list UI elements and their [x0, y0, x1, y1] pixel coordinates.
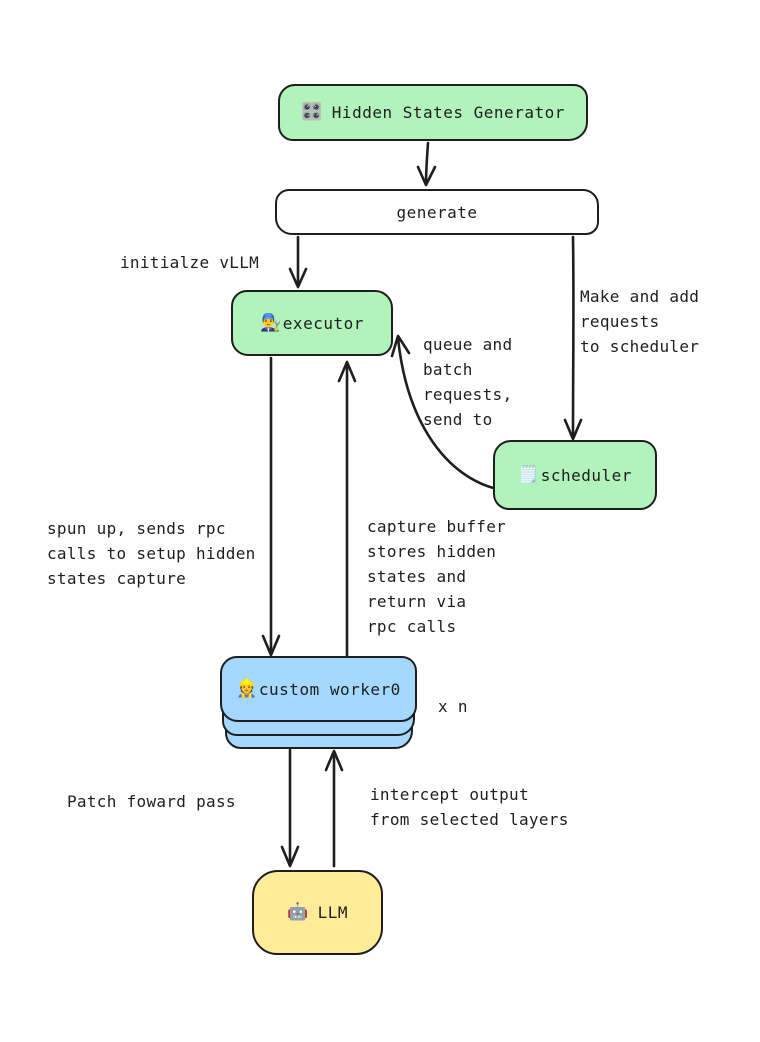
arrow-generate-to-executor-head [288, 267, 308, 289]
mechanic-person-icon: 👨‍🔧 [260, 312, 282, 333]
arrow-worker-to-llm-head [280, 845, 300, 868]
arrow-scheduler-to-executor-head [390, 334, 411, 358]
arrow-hsg-to-generate-head [416, 165, 437, 187]
label-queue-and-batch-requests: queue and batch requests, send to [423, 335, 513, 429]
arrow-scheduler-to-executor [396, 336, 499, 491]
arrow-hsg-to-generate [424, 141, 430, 186]
node-generate: generate [275, 189, 599, 235]
label-intercept-output: intercept output from selected layers [370, 785, 569, 829]
node-hidden-states-generator-label: Hidden States Generator [331, 103, 565, 122]
node-scheduler: 🗒️ scheduler [493, 440, 657, 510]
node-llm-label: LLM [317, 903, 349, 922]
node-custom-worker: 👷 custom worker0 [220, 656, 417, 722]
arrow-executor-to-worker-head [261, 634, 281, 657]
label-capture-buffer: capture buffer stores hidden states and … [367, 517, 507, 636]
node-generate-label: generate [396, 202, 478, 222]
arrow-worker-to-executor-head [337, 360, 357, 383]
label-initialize-vllm: initialze vLLM [120, 253, 260, 272]
node-executor-label: executor [282, 313, 364, 333]
node-custom-worker-label: custom worker0 [258, 679, 401, 699]
robot-icon: 🤖 [286, 902, 309, 922]
notepad-icon: 🗒️ [518, 464, 540, 485]
label-patch-forward-pass: Patch foward pass [67, 792, 236, 811]
arrow-llm-to-worker-head [324, 749, 344, 772]
node-executor: 👨‍🔧 executor [231, 290, 393, 356]
arrow-generate-to-scheduler-head [563, 418, 583, 441]
label-spun-up-rpc-calls: spun up, sends rpc calls to setup hidden… [47, 519, 256, 588]
node-llm: 🤖 LLM [252, 870, 383, 955]
node-hidden-states-generator: 🎛️ Hidden States Generator [278, 84, 588, 141]
label-make-and-add-requests: Make and add requests to scheduler [580, 287, 700, 356]
control-knobs-icon: 🎛️ [301, 102, 323, 122]
label-times-n: x n [438, 697, 468, 716]
construction-worker-icon: 👷 [236, 678, 258, 699]
node-scheduler-label: scheduler [540, 465, 632, 485]
